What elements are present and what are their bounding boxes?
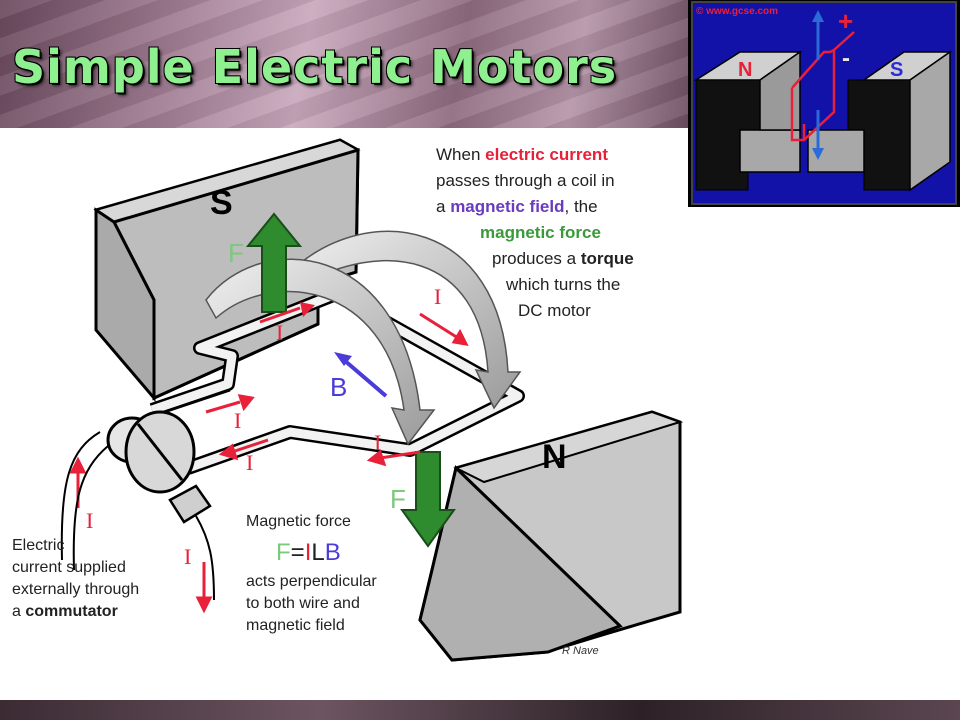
magnet-n-label: N [542,438,567,476]
magnet-n [418,410,684,662]
current-label: I [86,508,93,533]
current-label: I [184,544,191,569]
commutator [60,410,215,601]
current-label: I [246,450,253,475]
current-arrow-icon [69,302,469,614]
force-note: Magnetic force F=ILB acts perpendicular … [246,513,377,634]
force-arrow-icon [245,212,303,313]
svg-text:F=ILB: F=ILB [276,539,341,566]
current-label: I [374,430,381,455]
svg-text:DC motor: DC motor [518,301,591,320]
force-label-top: F [228,238,244,268]
svg-text:externally through: externally through [12,581,139,598]
current-label: I [234,408,241,433]
inset-n-label: N [738,59,752,81]
svg-text:a commutator: a commutator [12,603,118,620]
svg-text:passes through a coil in: passes through a coil in [436,171,615,190]
field-arrow-icon [334,352,388,398]
svg-text:current supplied: current supplied [12,559,126,576]
svg-text:magnetic force: magnetic force [480,223,601,242]
field-label: B [330,372,347,402]
inset-minus: - [842,45,850,72]
svg-text:When electric current: When electric current [436,145,608,164]
svg-text:magnetic field: magnetic field [246,617,345,634]
credit-label: R Nave [562,645,599,657]
current-label: I [276,320,283,345]
svg-text:produces a torque: produces a torque [492,249,634,268]
svg-text:acts perpendicular: acts perpendicular [246,573,377,590]
footer-bar [0,700,960,720]
svg-text:Magnetic force: Magnetic force [246,513,351,530]
magnet-s-label: S [210,184,233,222]
force-label-bottom: F [390,484,406,514]
explanation-text: When electric current passes through a c… [436,145,634,320]
svg-text:to both wire and: to both wire and [246,595,360,612]
commutator-note: Electric current supplied externally thr… [12,537,139,620]
svg-text:a magnetic field, the: a magnetic field, the [436,197,598,216]
inset-plus: + [838,6,853,36]
svg-text:Electric: Electric [12,537,64,554]
page-title: Simple Electric Motors [12,40,618,94]
force-arrow-icon [400,451,456,548]
inset-copyright: © www.gcse.com [696,6,778,17]
inset-motor-image: © www.gcse.com + - N S [688,0,960,207]
svg-text:which turns the: which turns the [505,275,620,294]
current-label: I [434,284,441,309]
inset-s-label: S [890,59,903,81]
